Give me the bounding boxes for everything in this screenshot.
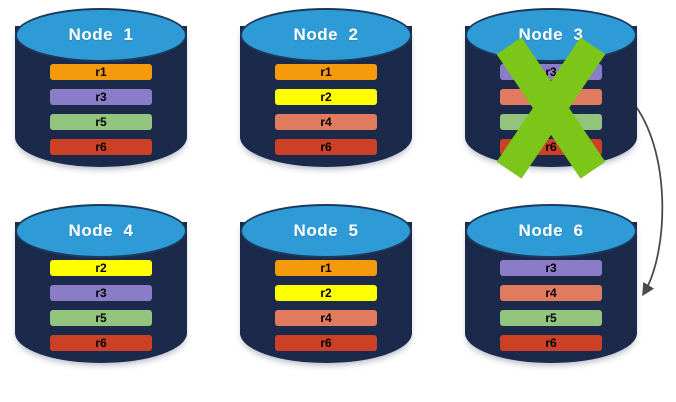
node-5[interactable]: Node 5 r1 r2 r4 r6	[233, 200, 419, 378]
node-4-label: Node 4	[68, 221, 134, 240]
node-4-replica-r5[interactable]: r5	[50, 310, 152, 326]
node-4-replica-r6[interactable]: r6	[50, 335, 152, 351]
node-5-replica-list: r1 r2 r4 r6	[275, 260, 377, 351]
node-2-label: Node 2	[293, 25, 359, 44]
node-2-replica-r1[interactable]: r1	[275, 64, 377, 80]
node-6-replica-r3[interactable]: r3	[500, 260, 602, 276]
node-5-cylinder-top: Node 5	[240, 204, 412, 258]
node-4-replica-r3[interactable]: r3	[50, 285, 152, 301]
node-5-label: Node 5	[293, 221, 359, 240]
node-1-replica-r3[interactable]: r3	[50, 89, 152, 105]
node-2-replica-list: r1 r2 r4 r6	[275, 64, 377, 155]
node-3-replica-r5[interactable]: r5	[500, 114, 602, 130]
node-6-replica-list: r3 r4 r5 r6	[500, 260, 602, 351]
node-4-replica-r2[interactable]: r2	[50, 260, 152, 276]
node-3-replica-r4[interactable]: r4	[500, 89, 602, 105]
node-5-replica-r6[interactable]: r6	[275, 335, 377, 351]
node-6-replica-r6[interactable]: r6	[500, 335, 602, 351]
node-2[interactable]: Node 2 r1 r2 r4 r6	[233, 4, 419, 182]
node-5-replica-r4[interactable]: r4	[275, 310, 377, 326]
node-3-replica-list: r3 r4 r5 r6	[500, 64, 602, 155]
node-3[interactable]: Node 3 r3 r4 r5 r6	[458, 4, 644, 182]
node-3-label: Node 3	[518, 25, 584, 44]
node-1-cylinder-top: Node 1	[15, 8, 187, 62]
node-1[interactable]: Node 1 r1 r3 r5 r6	[8, 4, 194, 182]
node-5-replica-r2[interactable]: r2	[275, 285, 377, 301]
node-1-label: Node 1	[68, 25, 134, 44]
node-1-replica-r1[interactable]: r1	[50, 64, 152, 80]
node-2-replica-r4[interactable]: r4	[275, 114, 377, 130]
node-6-cylinder-top: Node 6	[465, 204, 637, 258]
node-3-replica-r3[interactable]: r3	[500, 64, 602, 80]
node-6-label: Node 6	[518, 221, 584, 240]
node-1-replica-r6[interactable]: r6	[50, 139, 152, 155]
node-6-replica-r4[interactable]: r4	[500, 285, 602, 301]
node-2-cylinder-top: Node 2	[240, 8, 412, 62]
node-4-cylinder-top: Node 4	[15, 204, 187, 258]
node-5-replica-r1[interactable]: r1	[275, 260, 377, 276]
node-3-cylinder-top: Node 3	[465, 8, 637, 62]
node-4[interactable]: Node 4 r2 r3 r5 r6	[8, 200, 194, 378]
node-6[interactable]: Node 6 r3 r4 r5 r6	[458, 200, 644, 378]
node-6-replica-r5[interactable]: r5	[500, 310, 602, 326]
node-2-replica-r2[interactable]: r2	[275, 89, 377, 105]
node-1-replica-list: r1 r3 r5 r6	[50, 64, 152, 155]
node-4-replica-list: r2 r3 r5 r6	[50, 260, 152, 351]
node-2-replica-r6[interactable]: r6	[275, 139, 377, 155]
node-3-replica-r6[interactable]: r6	[500, 139, 602, 155]
node-1-replica-r5[interactable]: r5	[50, 114, 152, 130]
